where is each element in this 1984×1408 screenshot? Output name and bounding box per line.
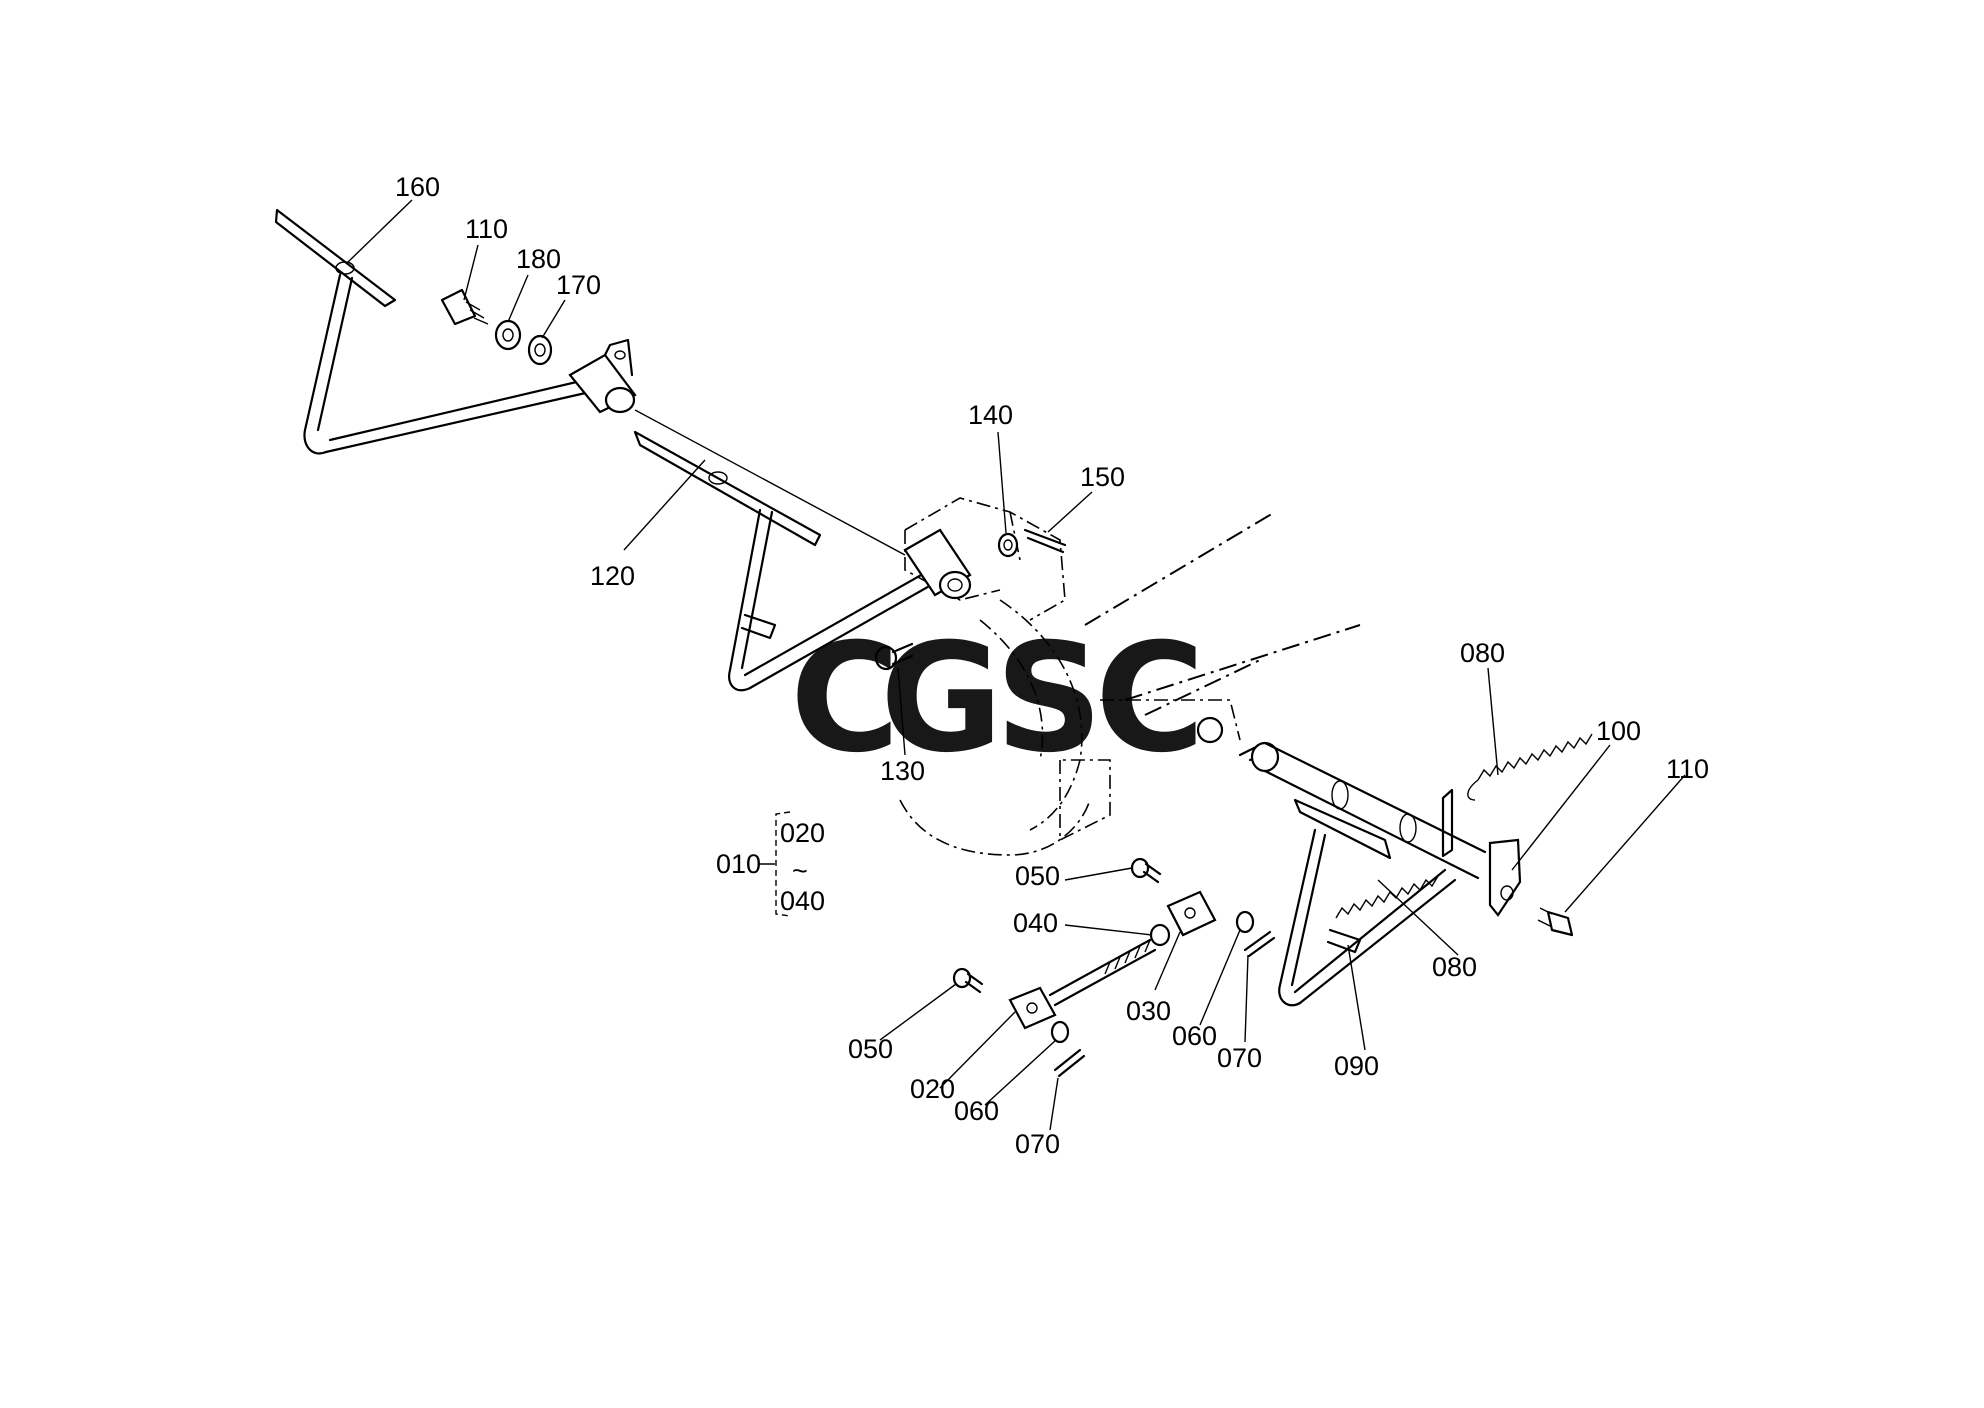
label-170: 170 xyxy=(556,270,601,300)
label-160: 160 xyxy=(395,172,440,202)
label-040: 040 xyxy=(1013,908,1058,938)
washer-180 xyxy=(494,319,522,351)
label-120: 120 xyxy=(590,561,635,591)
leader-lines xyxy=(347,199,1686,1131)
watermark-logo: C G S C xyxy=(790,612,1205,786)
label-180: 180 xyxy=(516,244,561,274)
washer-060-lower xyxy=(1050,1020,1070,1044)
label-060-lower: 060 xyxy=(954,1096,999,1126)
bolt-110-left xyxy=(440,288,489,326)
pin-050-lower xyxy=(952,967,984,994)
right-shaft xyxy=(1196,716,1487,880)
pin-150 xyxy=(1023,528,1067,554)
spring-080-lower xyxy=(1335,875,1439,919)
group-label-from: 020 xyxy=(780,818,825,848)
label-030: 030 xyxy=(1126,996,1171,1026)
bolt-110-right xyxy=(1537,907,1574,937)
group-label-main: 010 xyxy=(716,849,761,879)
bracket-100 xyxy=(1488,838,1522,917)
bolt-130 xyxy=(874,642,914,671)
label-080-lower: 080 xyxy=(1432,952,1477,982)
label-100: 100 xyxy=(1596,716,1641,746)
watermark-letter-s: S xyxy=(995,612,1103,786)
label-050-upper: 050 xyxy=(1015,861,1060,891)
label-130: 130 xyxy=(880,756,925,786)
watermark-letter-g: G xyxy=(880,612,1003,786)
pedal-160 xyxy=(274,208,592,455)
group-label-to: 040 xyxy=(780,886,825,916)
label-150: 150 xyxy=(1080,462,1125,492)
label-020: 020 xyxy=(910,1074,955,1104)
nut-040 xyxy=(1149,923,1171,947)
washer-170 xyxy=(527,334,553,366)
nut-140 xyxy=(997,532,1019,558)
label-110-left: 110 xyxy=(465,214,508,244)
cotter-pin-070-lower xyxy=(1053,1048,1086,1078)
left-bushing xyxy=(568,338,906,556)
cotter-pin-070-upper xyxy=(1243,930,1276,958)
label-060-upper: 060 xyxy=(1172,1021,1217,1051)
pin-050-upper xyxy=(1130,857,1162,884)
threaded-rod xyxy=(1048,938,1157,1007)
group-bracket: 010 020 ~ 040 xyxy=(716,811,825,917)
yoke-020 xyxy=(1008,986,1057,1030)
label-110-right: 110 xyxy=(1666,754,1709,784)
group-label-tilde: ~ xyxy=(792,856,808,886)
watermark-letter-c2: C xyxy=(1095,612,1205,786)
washer-060-upper xyxy=(1235,910,1255,934)
yoke-030 xyxy=(1166,890,1217,937)
label-090: 090 xyxy=(1334,1051,1379,1081)
pedal-120 xyxy=(633,430,942,692)
label-080-upper: 080 xyxy=(1460,638,1505,668)
spring-080-upper xyxy=(1467,733,1593,801)
watermark-letter-c1: C xyxy=(790,612,900,786)
label-070-upper: 070 xyxy=(1217,1043,1262,1073)
label-070-lower: 070 xyxy=(1015,1129,1060,1159)
label-140: 140 xyxy=(968,400,1013,430)
middle-bushing xyxy=(903,528,972,600)
label-050-lower: 050 xyxy=(848,1034,893,1064)
part-labels: 160 110 180 170 140 150 120 130 080 100 … xyxy=(395,172,1709,1159)
